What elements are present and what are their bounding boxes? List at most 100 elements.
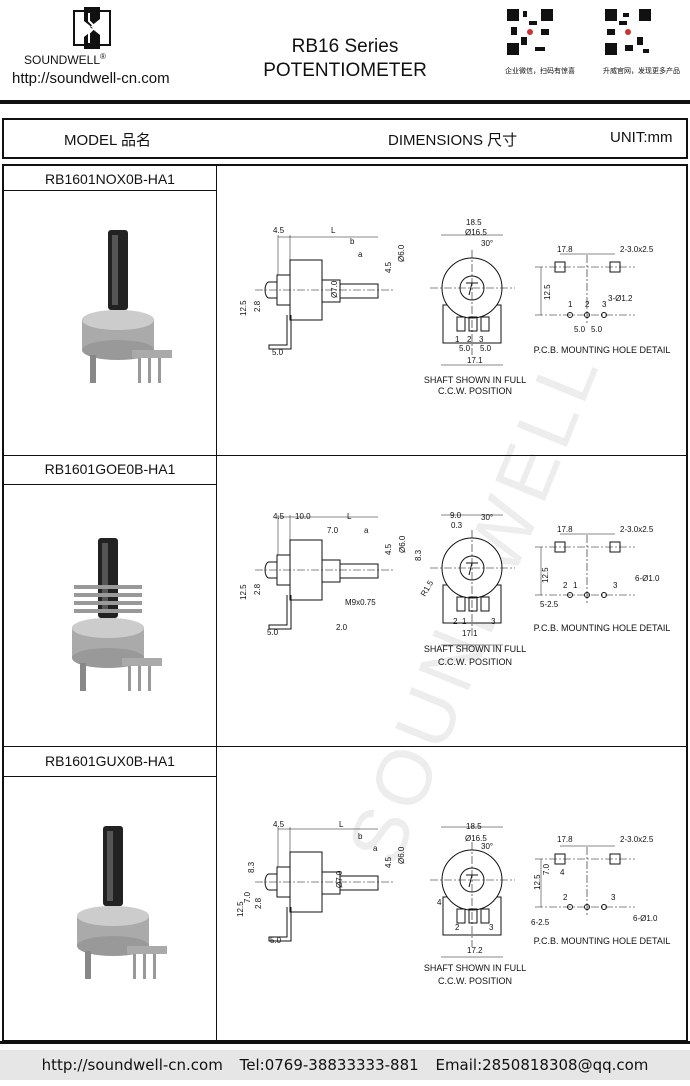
- svg-text:5.0: 5.0: [591, 325, 603, 334]
- svg-text:17.1: 17.1: [467, 356, 483, 365]
- svg-text:4.5: 4.5: [273, 512, 285, 521]
- svg-text:3-Ø1.2: 3-Ø1.2: [608, 294, 633, 303]
- svg-text:4.5: 4.5: [273, 226, 285, 235]
- dimension-drawing: 4.5 L b a 4.5 Ø6.0 Ø7.0 8.3 7.0 12.5 2.8…: [236, 820, 671, 986]
- svg-text:P.C.B. MOUNTING HOLE DETAIL: P.C.B. MOUNTING HOLE DETAIL: [534, 623, 671, 633]
- header-divider: [0, 100, 690, 104]
- svg-text:30°: 30°: [481, 239, 493, 248]
- svg-text:2: 2: [453, 617, 458, 626]
- dimension-drawing: 4.5 10.0 L 7.0 a 4.5 Ø6.0 12.5 2.8 M9x0.…: [239, 511, 671, 667]
- svg-text:SHAFT SHOWN IN FULL: SHAFT SHOWN IN FULL: [424, 644, 526, 654]
- qr-code-website: 升威官网，发现更多产品: [603, 3, 680, 76]
- svg-text:3: 3: [602, 300, 607, 309]
- qr-caption: 企业微信，扫码有惊喜: [505, 68, 575, 75]
- footer-divider: [0, 1041, 690, 1044]
- svg-text:2-3.0x2.5: 2-3.0x2.5: [620, 835, 654, 844]
- header-url[interactable]: http://soundwell-cn.com: [12, 70, 170, 87]
- svg-text:17.8: 17.8: [557, 525, 573, 534]
- svg-text:a: a: [364, 526, 369, 535]
- svg-text:4: 4: [437, 898, 442, 907]
- svg-text:a: a: [373, 844, 378, 853]
- svg-text:L: L: [347, 512, 352, 521]
- brand-name: SOUNDWELL®: [24, 52, 106, 67]
- svg-text:4.5: 4.5: [384, 856, 393, 868]
- svg-text:C.C.W. POSITION: C.C.W. POSITION: [438, 386, 512, 396]
- svg-text:0.3: 0.3: [451, 521, 463, 530]
- svg-text:2-3.0x2.5: 2-3.0x2.5: [620, 245, 654, 254]
- svg-text:7.0: 7.0: [542, 863, 551, 875]
- svg-text:Ø7.0: Ø7.0: [330, 280, 339, 298]
- svg-text:M9x0.75: M9x0.75: [345, 598, 376, 607]
- svg-text:1: 1: [568, 300, 573, 309]
- svg-text:3: 3: [479, 335, 484, 344]
- svg-text:6-Ø1.0: 6-Ø1.0: [633, 914, 658, 923]
- qr-code-wechat: 企业微信，扫码有惊喜: [505, 3, 575, 76]
- svg-text:5.0: 5.0: [480, 344, 492, 353]
- svg-text:P.C.B. MOUNTING HOLE DETAIL: P.C.B. MOUNTING HOLE DETAIL: [534, 345, 671, 355]
- svg-text:12.5: 12.5: [533, 874, 542, 890]
- footer: http://soundwell-cn.com Tel:0769-3883333…: [0, 1050, 690, 1080]
- svg-text:b: b: [350, 237, 355, 246]
- svg-text:1: 1: [455, 335, 460, 344]
- svg-text:6-2.5: 6-2.5: [531, 918, 550, 927]
- model-name: RB1601NOX0B-HA1: [45, 171, 175, 187]
- model-name: RB1601GOE0B-HA1: [44, 461, 176, 477]
- qr-caption: 升威官网，发现更多产品: [603, 68, 680, 75]
- svg-text:30°: 30°: [481, 842, 493, 851]
- svg-text:2: 2: [563, 581, 568, 590]
- footer-tel: Tel:0769-38833333-881: [239, 1056, 419, 1074]
- svg-text:Ø7.0: Ø7.0: [335, 870, 344, 888]
- svg-text:C.C.W. POSITION: C.C.W. POSITION: [438, 976, 512, 986]
- svg-text:1: 1: [573, 581, 578, 590]
- product-photo: [72, 538, 162, 691]
- svg-text:SHAFT SHOWN IN FULL: SHAFT SHOWN IN FULL: [424, 963, 526, 973]
- svg-text:17.8: 17.8: [557, 245, 573, 254]
- series-title: RB16 Series: [291, 36, 399, 57]
- svg-text:6-Ø1.0: 6-Ø1.0: [635, 574, 660, 583]
- product-photo: [82, 230, 172, 383]
- footer-url[interactable]: http://soundwell-cn.com: [41, 1056, 223, 1074]
- svg-text:R1.5: R1.5: [419, 578, 436, 598]
- svg-text:3: 3: [611, 893, 616, 902]
- svg-text:2.0: 2.0: [336, 623, 348, 632]
- svg-text:4: 4: [560, 868, 565, 877]
- svg-text:SHAFT SHOWN IN FULL: SHAFT SHOWN IN FULL: [424, 375, 526, 385]
- svg-text:8.3: 8.3: [247, 861, 256, 873]
- svg-text:3: 3: [489, 923, 494, 932]
- svg-text:3: 3: [613, 581, 618, 590]
- dimension-drawing: 4.5 L b a 4.5 Ø6.0 Ø7.0 12.5 2.8 5.0 18.…: [239, 218, 671, 396]
- svg-text:2: 2: [455, 923, 460, 932]
- model-name: RB1601GUX0B-HA1: [45, 753, 175, 769]
- product-photo: [77, 826, 167, 979]
- svg-text:5.0: 5.0: [459, 344, 471, 353]
- footer-email[interactable]: Email:2850818308@qq.com: [435, 1056, 649, 1074]
- svg-text:2.8: 2.8: [254, 897, 263, 909]
- unit-label: UNIT:mm: [610, 129, 673, 146]
- model-column-header: MODEL 品名: [64, 132, 151, 149]
- svg-text:P.C.B. MOUNTING HOLE DETAIL: P.C.B. MOUNTING HOLE DETAIL: [534, 936, 671, 946]
- svg-text:L: L: [331, 226, 336, 235]
- svg-text:5-2.5: 5-2.5: [540, 600, 559, 609]
- svg-text:5.0: 5.0: [270, 936, 282, 945]
- svg-text:2.8: 2.8: [253, 583, 262, 595]
- company-logo: [70, 5, 114, 56]
- svg-text:Ø16.5: Ø16.5: [465, 228, 487, 237]
- svg-text:18.5: 18.5: [466, 822, 482, 831]
- svg-text:2.8: 2.8: [253, 300, 262, 312]
- svg-text:L: L: [339, 820, 344, 829]
- svg-text:2: 2: [563, 893, 568, 902]
- svg-text:7.0: 7.0: [243, 891, 252, 903]
- svg-text:17.8: 17.8: [557, 835, 573, 844]
- svg-text:2: 2: [585, 300, 590, 309]
- svg-text:12.5: 12.5: [239, 300, 248, 316]
- svg-text:Ø16.5: Ø16.5: [465, 834, 487, 843]
- svg-text:2: 2: [467, 335, 472, 344]
- svg-text:12.5: 12.5: [236, 901, 245, 917]
- svg-text:30°: 30°: [481, 513, 493, 522]
- svg-text:9.0: 9.0: [450, 511, 462, 520]
- svg-text:8.3: 8.3: [414, 549, 423, 561]
- svg-text:5.0: 5.0: [574, 325, 586, 334]
- svg-text:12.5: 12.5: [239, 584, 248, 600]
- svg-text:12.5: 12.5: [543, 284, 552, 300]
- svg-text:17.2: 17.2: [467, 946, 483, 955]
